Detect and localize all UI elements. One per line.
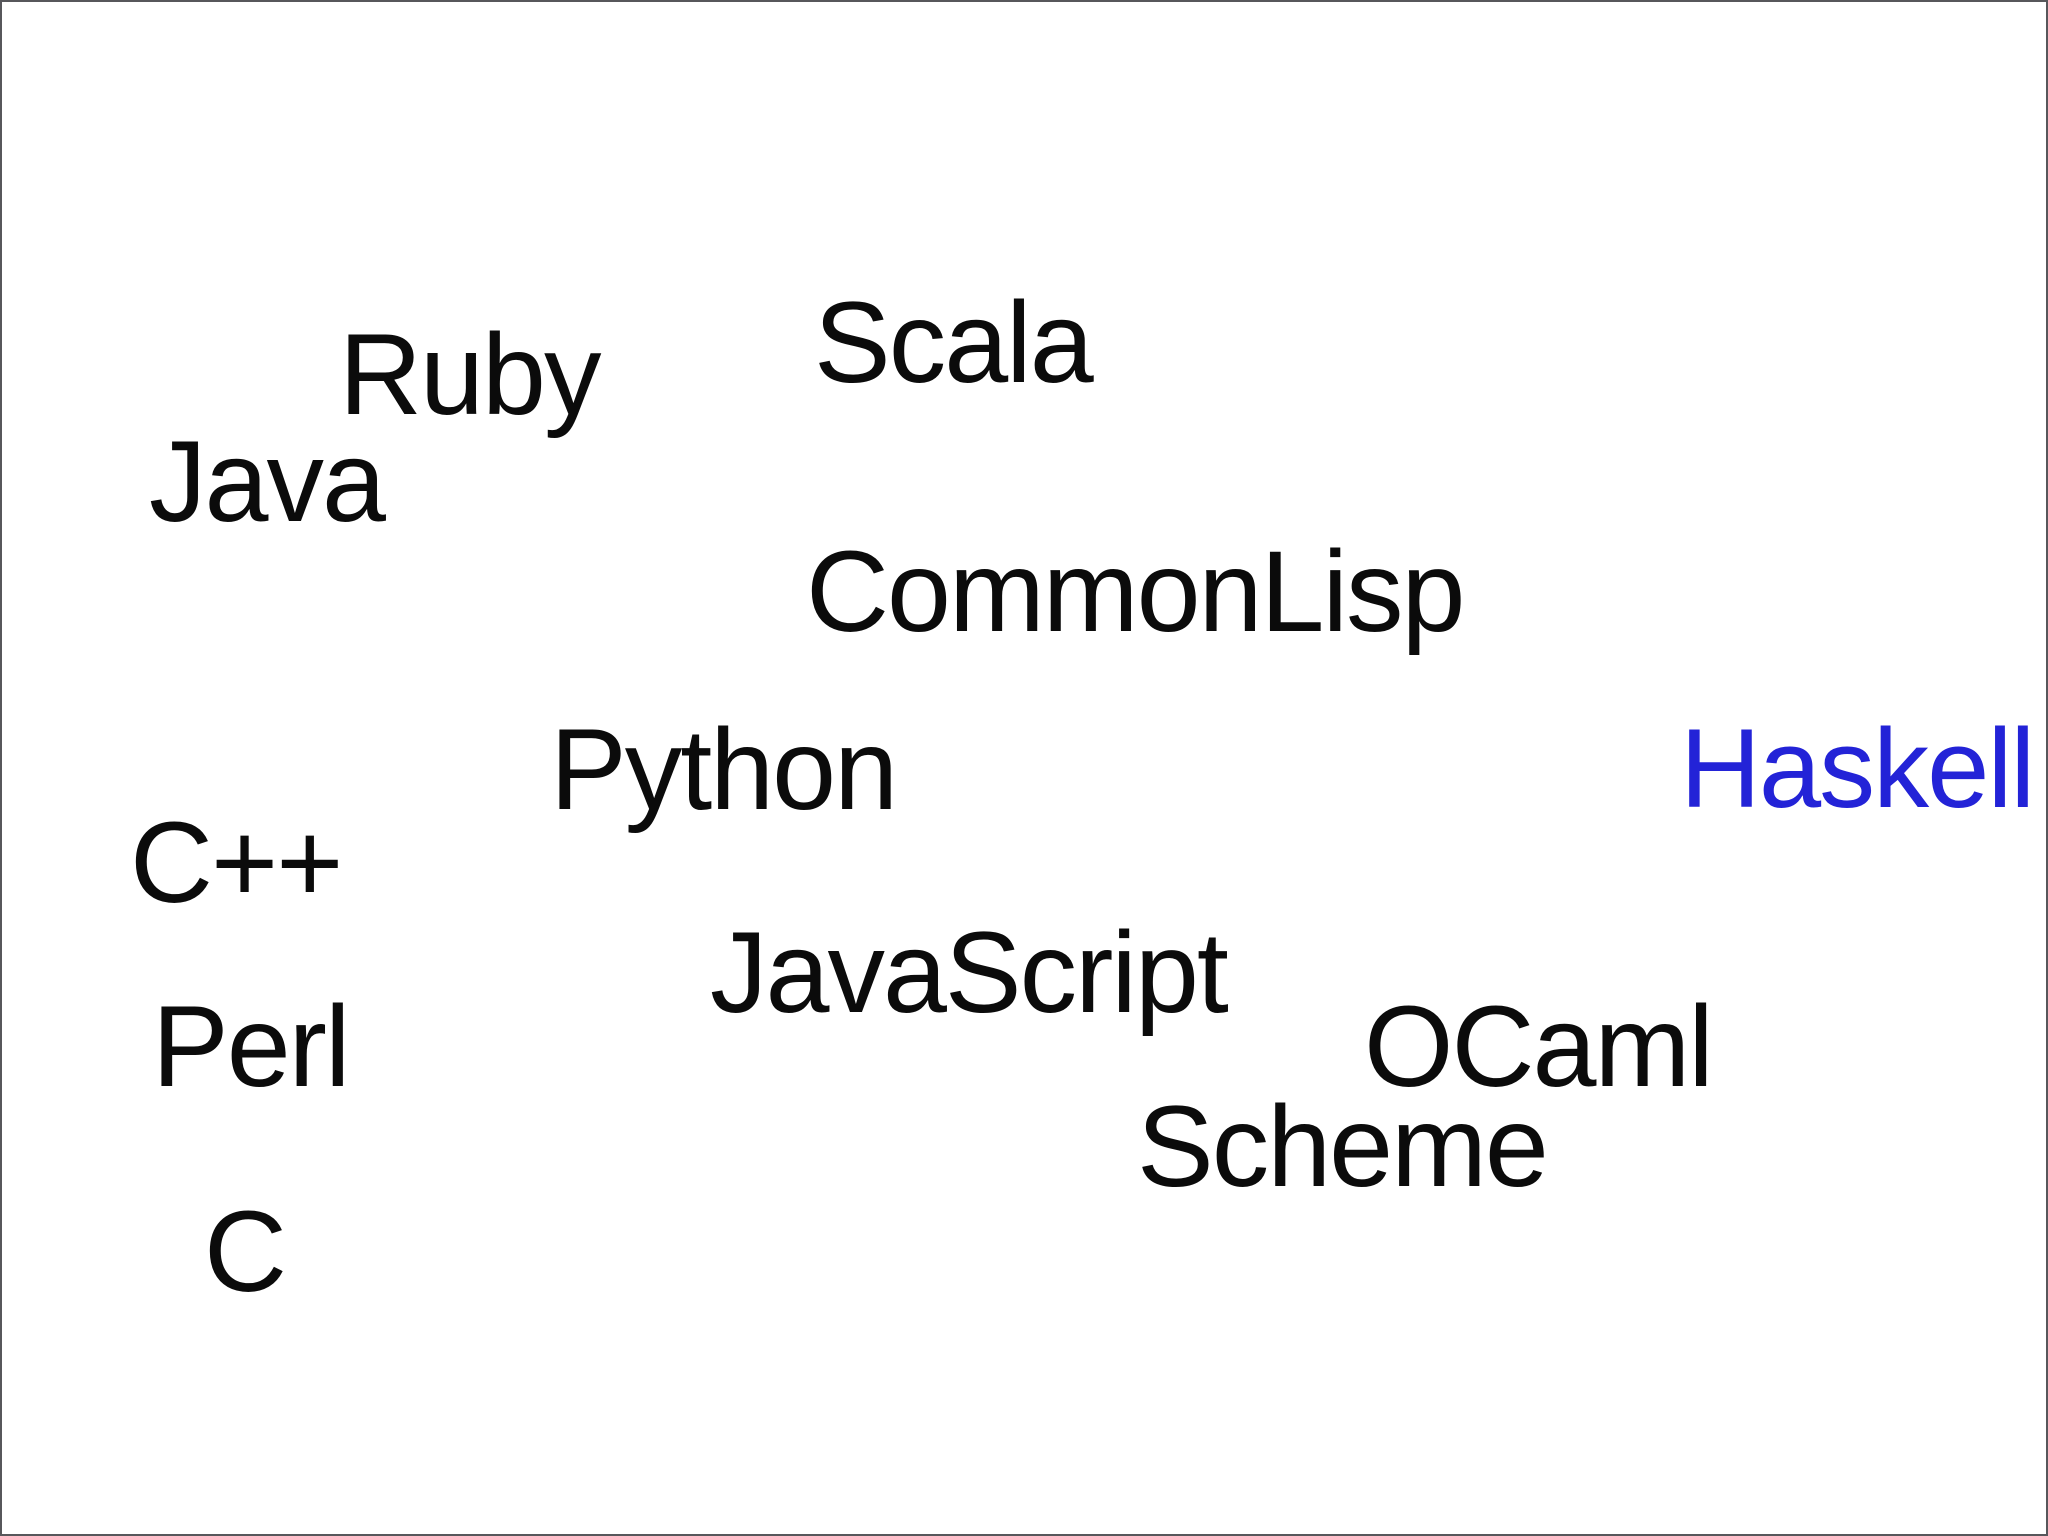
language-label-python: Python [550,706,898,834]
language-label-cpp: C++ [130,799,343,927]
language-label-ruby: Ruby [339,311,601,439]
language-label-ocaml: OCaml [1364,983,1714,1111]
language-label-javascript: JavaScript [710,909,1229,1037]
language-label-perl: Perl [152,983,351,1111]
language-label-scheme: Scheme [1137,1083,1549,1211]
language-label-commonlisp: CommonLisp [806,528,1465,656]
language-label-scala: Scala [814,279,1094,407]
language-label-haskell: Haskell [1680,706,2035,831]
language-label-c: C [204,1188,287,1316]
language-label-java: Java [149,418,386,546]
